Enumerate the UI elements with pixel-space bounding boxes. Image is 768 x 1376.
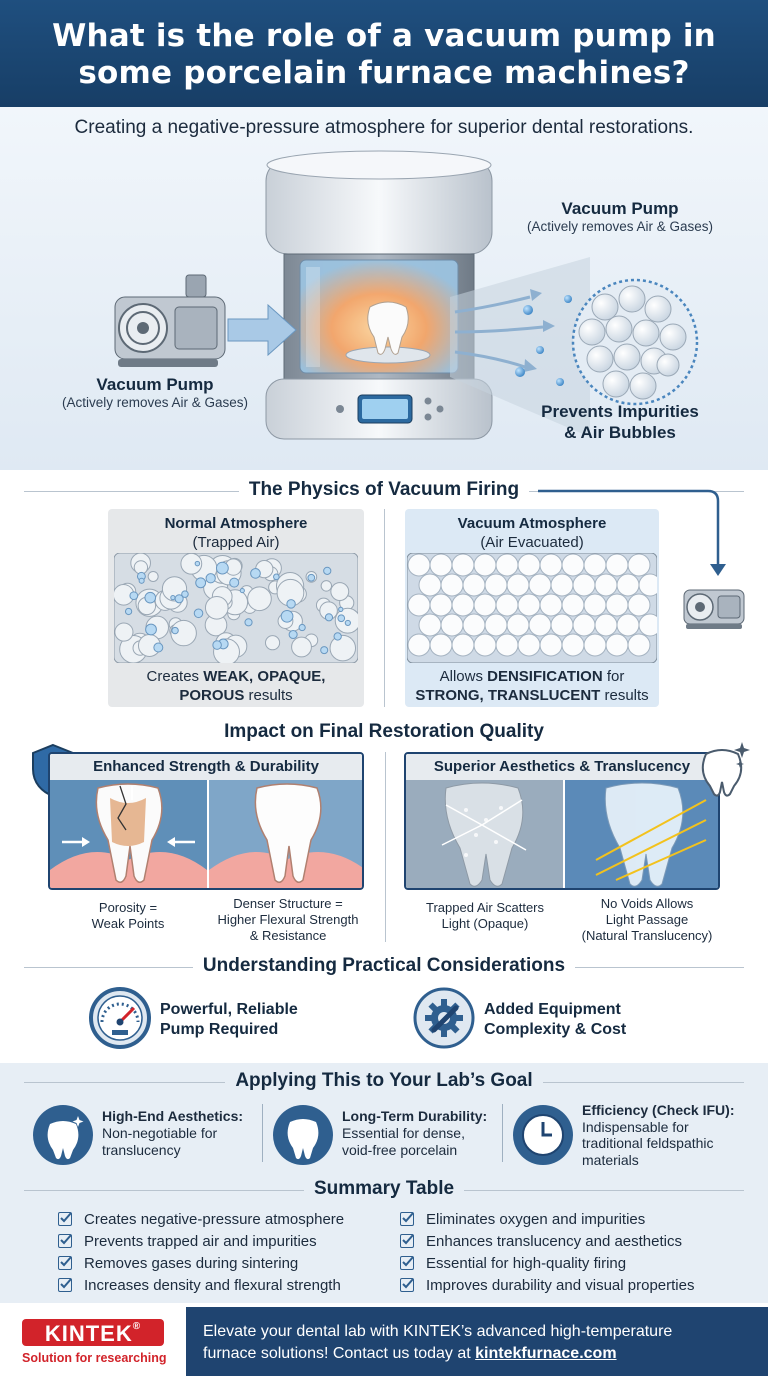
goal-durability: Long-Term Durability: Essential for dens… bbox=[342, 1108, 488, 1158]
sparkle-tooth-icon bbox=[701, 742, 750, 797]
clock-icon bbox=[513, 1105, 573, 1165]
goal-title: Applying This to Your Lab’s Goal bbox=[225, 1070, 543, 1091]
website-link[interactable]: kintekfurnace.com bbox=[475, 1345, 617, 1362]
checkbox-icon bbox=[58, 1234, 72, 1248]
page-header: What is the role of a vacuum pump in som… bbox=[0, 0, 768, 107]
page-title: What is the role of a vacuum pump in som… bbox=[0, 18, 768, 92]
physics-arrow bbox=[538, 489, 745, 629]
tooth-translucency-illustration bbox=[406, 780, 718, 888]
normal-result: Creates WEAK, OPAQUE, POROUS results bbox=[146, 668, 326, 704]
dense-particles bbox=[578, 285, 687, 400]
vacuum-result: Allows DENSIFICATION for STRONG, TRANSLU… bbox=[415, 668, 649, 704]
left-pump-label: Vacuum Pump (Actively removes Air & Gase… bbox=[61, 375, 249, 410]
left-pump-graphic bbox=[114, 274, 226, 367]
footer-tagline: Solution for researching bbox=[22, 1351, 167, 1365]
summary-item: Creates negative-pressure atmosphere bbox=[58, 1208, 388, 1230]
vacuum-atmosphere-panel: Vacuum Atmosphere (Air Evacuated) Allows… bbox=[405, 509, 659, 707]
title-line-1: What is the role of a vacuum pump in bbox=[52, 18, 716, 54]
checkbox-icon bbox=[400, 1234, 414, 1248]
vacuum-subtitle: (Air Evacuated) bbox=[480, 534, 584, 551]
summary-item: Removes gases during sintering bbox=[58, 1252, 388, 1274]
summary-item: Prevents trapped air and impurities bbox=[58, 1230, 388, 1252]
checkbox-icon bbox=[58, 1212, 72, 1226]
strength-title: Enhanced Strength & Durability bbox=[50, 754, 362, 780]
goal-efficiency: Efficiency (Check IFU): Indispensable fo… bbox=[582, 1102, 735, 1168]
summary-title: Summary Table bbox=[303, 1178, 465, 1199]
footer-cta: Elevate your dental lab with KINTEK’s ad… bbox=[203, 1323, 673, 1362]
summary-item: Improves durability and visual propertie… bbox=[400, 1274, 740, 1296]
vacuum-title: Vacuum Atmosphere bbox=[457, 515, 607, 532]
gear-wrench-icon bbox=[413, 987, 475, 1049]
prevents-label: Prevents Impurities & Air Bubbles bbox=[541, 402, 699, 442]
normal-title: Normal Atmosphere bbox=[164, 515, 308, 532]
caption-porosity: Porosity =Weak Points bbox=[91, 900, 165, 931]
aesthetics-title: Superior Aesthetics & Translucency bbox=[406, 754, 718, 780]
dense-structure bbox=[407, 553, 657, 663]
furnace-illustration bbox=[114, 150, 699, 440]
summary-item: Eliminates oxygen and impurities bbox=[400, 1208, 740, 1230]
strength-box: Enhanced Strength & Durability bbox=[48, 752, 364, 890]
checkbox-icon bbox=[400, 1212, 414, 1226]
checkbox-icon bbox=[400, 1278, 414, 1292]
summary-item: Essential for high-quality firing bbox=[400, 1252, 740, 1274]
hero-subtitle: Creating a negative-pressure atmosphere … bbox=[74, 117, 694, 138]
caption-denser: Denser Structure =Higher Flexural Streng… bbox=[217, 896, 359, 943]
normal-atmosphere-panel: Normal Atmosphere (Trapped Air) Creates … bbox=[108, 509, 364, 707]
practical-title: Understanding Practical Considerations bbox=[192, 955, 576, 976]
hero-section: Creating a negative-pressure atmosphere … bbox=[0, 107, 768, 470]
tooth-icon bbox=[273, 1105, 333, 1165]
footer: KINTEK® Solution for researching Elevate… bbox=[0, 1307, 768, 1376]
sparkle-tooth-icon bbox=[33, 1105, 93, 1165]
physics-title: The Physics of Vacuum Firing bbox=[238, 479, 530, 500]
title-line-2: some porcelain furnace machines? bbox=[78, 55, 690, 91]
gauge-icon bbox=[89, 987, 151, 1049]
tooth-strength-illustration bbox=[50, 780, 362, 888]
summary-item: Increases density and flexural strength bbox=[58, 1274, 388, 1296]
normal-subtitle: (Trapped Air) bbox=[192, 534, 280, 551]
checkbox-icon bbox=[58, 1256, 72, 1270]
porous-structure bbox=[114, 553, 358, 663]
right-pump-label: Vacuum Pump (Actively removes Air & Gase… bbox=[526, 199, 714, 234]
aesthetics-box: Superior Aesthetics & Translucency bbox=[404, 752, 720, 890]
checkbox-icon bbox=[58, 1278, 72, 1292]
kintek-logo: KINTEK® bbox=[22, 1319, 164, 1346]
goal-aesthetics: High-End Aesthetics: Non-negotiable for … bbox=[102, 1108, 244, 1158]
summary-item: Enhances translucency and aesthetics bbox=[400, 1230, 740, 1252]
impact-title: Impact on Final Restoration Quality bbox=[224, 721, 544, 742]
checkbox-icon bbox=[400, 1256, 414, 1270]
